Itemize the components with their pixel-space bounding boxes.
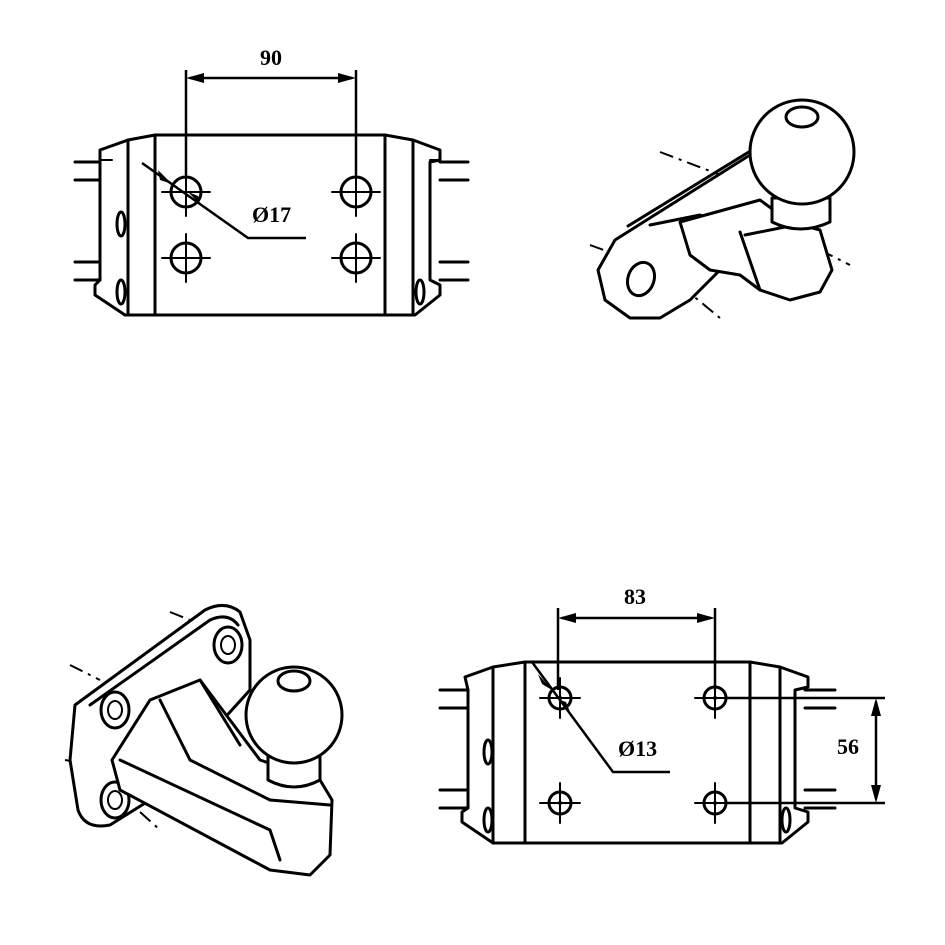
dimension-label-diameter-17: Ø17 [252,202,291,227]
flange-hole [99,690,131,730]
dimension-line-90 [184,70,358,175]
side-slot [482,806,494,834]
bolt-hole [161,233,211,283]
rail-right [803,688,837,810]
flange-edges [126,133,415,317]
rail-left [438,688,470,810]
dimension-line-83 [556,608,717,690]
side-slot [780,806,792,834]
ball-collar [770,196,832,231]
ball-collar [266,753,322,789]
front-view-flange-large: 90 Ø17 [73,45,470,317]
isometric-view-towbar-flange [64,604,344,877]
isometric-view-towbar-arm [589,98,856,320]
rail-right [438,160,470,282]
rail-left [73,160,102,282]
leader-line-diameter-17 [141,161,306,240]
dimension-line-56 [725,696,885,805]
dimension-label-83: 83 [624,584,646,609]
flange-hole [212,625,244,665]
bolt-hole [331,233,381,283]
mount-hole [625,260,657,298]
side-slot [115,278,127,306]
dimension-label-56: 56 [837,734,859,759]
dimension-label-90: 90 [260,45,282,70]
flange-hole [99,780,131,820]
tow-ball [244,665,344,765]
ball-top-flat [276,669,312,693]
side-slot [482,738,494,766]
dimension-label-diameter-13: Ø13 [618,736,657,761]
side-slot [115,210,127,238]
leader-line-diameter-13 [530,661,670,774]
flange-outline [93,133,442,317]
ball-top-flat [784,105,820,129]
bolt-hole [161,167,211,217]
bolt-hole [539,782,581,824]
front-view-flange-small: 83 Ø13 56 [438,584,885,845]
tow-ball [748,98,856,206]
bolt-hole [331,167,381,217]
flange-outline [460,660,810,845]
side-slot [414,278,426,306]
